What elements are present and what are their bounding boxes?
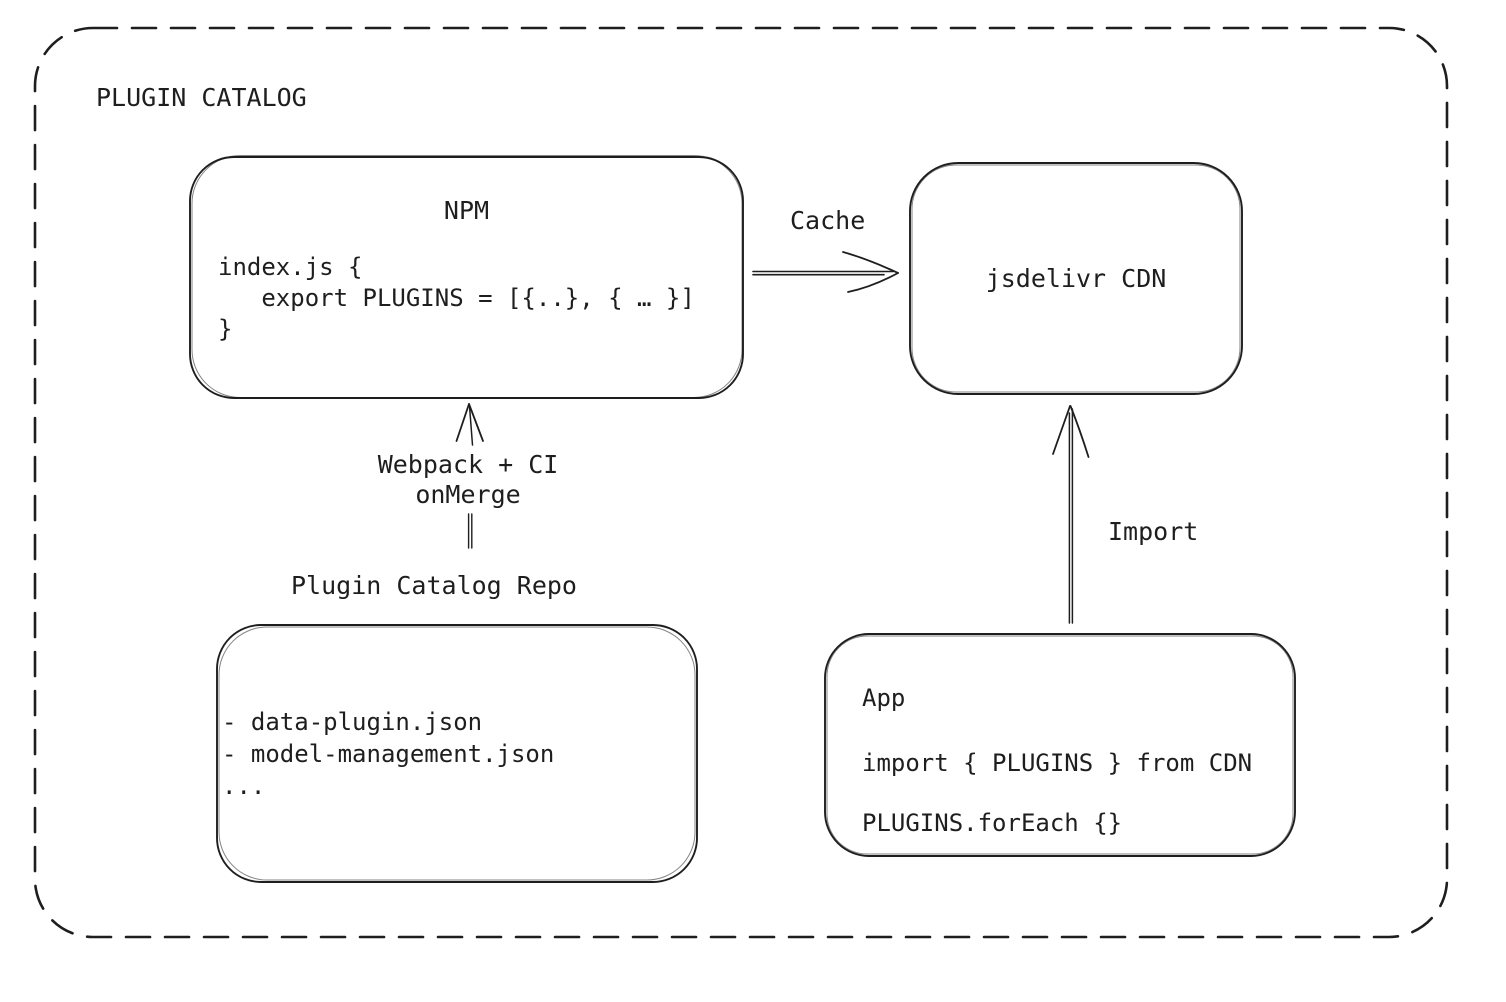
npm-code: index.js { export PLUGINS = [{..}, { … }… bbox=[218, 253, 695, 343]
repo-file-list: - data-plugin.json - model-management.js… bbox=[222, 708, 555, 800]
import-arrow bbox=[1052, 405, 1090, 624]
cdn-box-label: jsdelivr CDN bbox=[985, 264, 1167, 293]
build-arrow bbox=[455, 403, 484, 549]
app-box bbox=[824, 633, 1296, 857]
cache-arrow-label: Cache bbox=[790, 206, 866, 235]
catalog-boundary bbox=[33, 26, 1449, 939]
app-foreach-line: PLUGINS.forEach {} bbox=[862, 809, 1123, 837]
npm-box bbox=[189, 155, 744, 399]
cache-arrow bbox=[752, 251, 899, 293]
app-box-title: App bbox=[862, 684, 906, 712]
import-arrow-label: Import bbox=[1108, 517, 1199, 546]
catalog-title: PLUGIN CATALOG bbox=[96, 83, 307, 112]
cdn-box bbox=[909, 162, 1243, 395]
app-import-line: import { PLUGINS } from CDN bbox=[862, 749, 1253, 777]
npm-box-title: NPM bbox=[443, 196, 490, 225]
repo-box bbox=[216, 624, 698, 883]
build-arrow-label: Webpack + CI onMerge bbox=[377, 450, 559, 509]
repo-box-label: Plugin Catalog Repo bbox=[291, 571, 577, 600]
